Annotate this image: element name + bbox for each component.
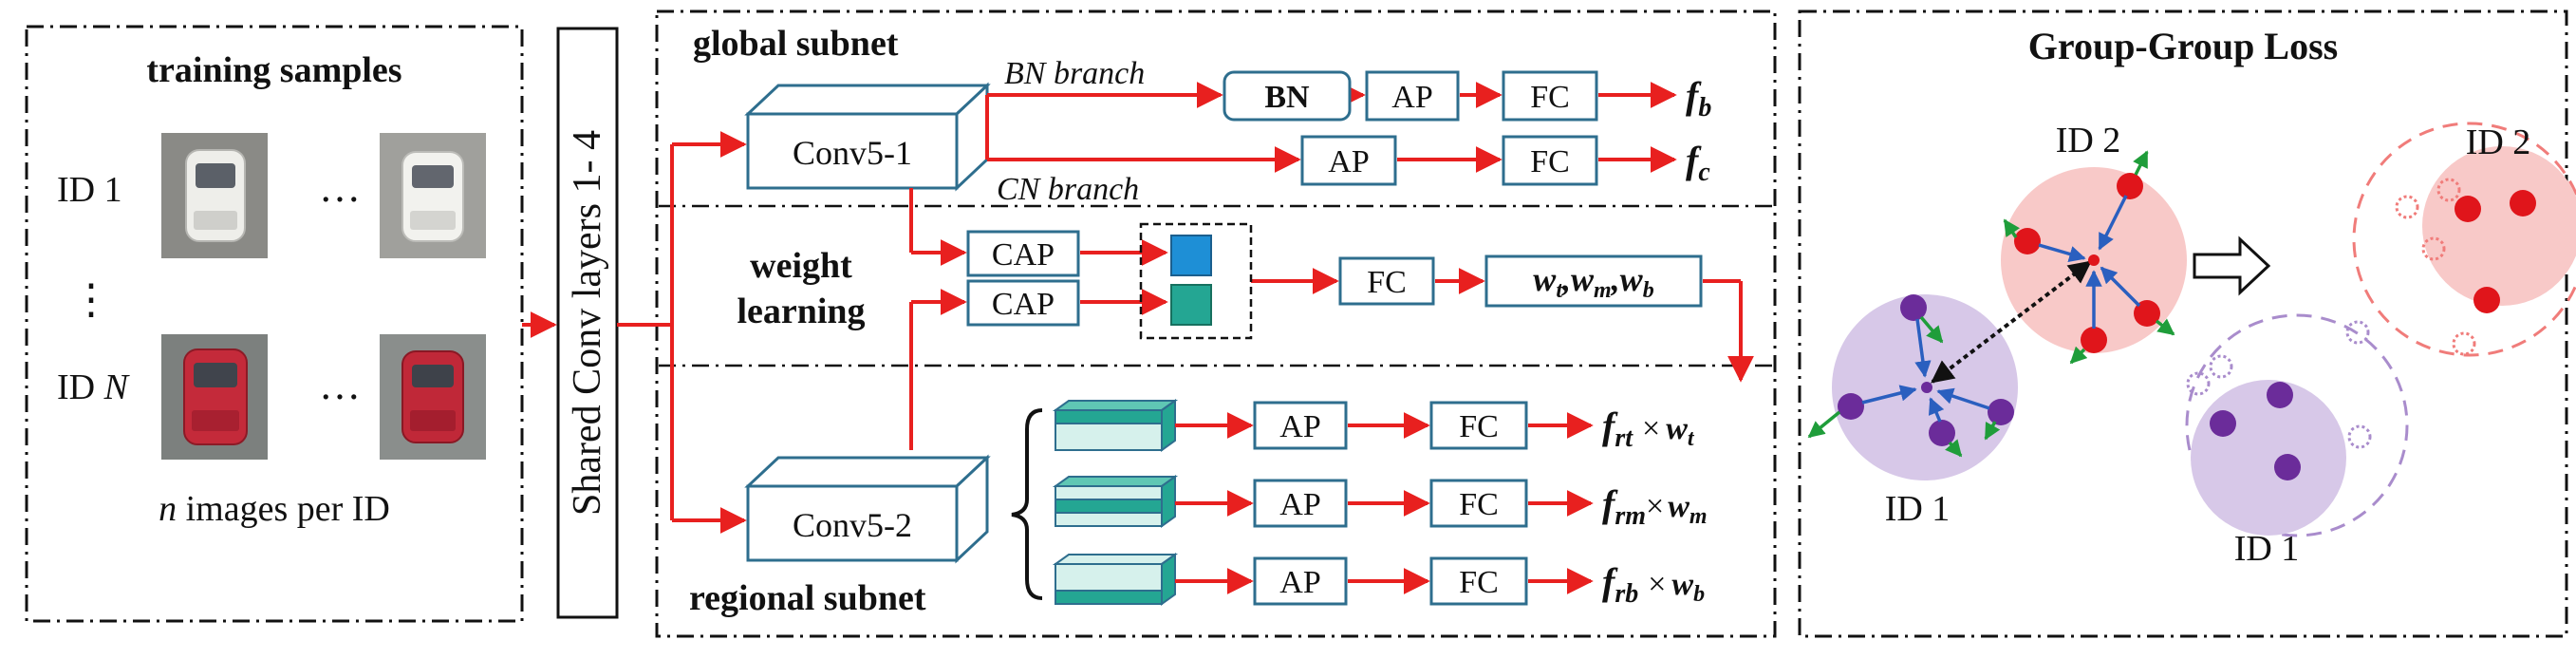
red-connectors	[617, 131, 747, 534]
fc-box-rb: FC	[1429, 556, 1528, 606]
ap-label-cn: AP	[1328, 144, 1369, 179]
ap-label-bn: AP	[1391, 80, 1432, 115]
bn-branch-label: BN branch	[1004, 56, 1145, 91]
cap-label-2: CAP	[992, 287, 1055, 322]
weights-output-label: wt,wm,wb	[1533, 260, 1653, 303]
conv5-2-block: Conv5-2	[744, 454, 991, 564]
cluster-id1-core	[2191, 380, 2346, 536]
transition-arrow-icon	[2193, 235, 2271, 296]
conv5-2-label: Conv5-2	[793, 506, 912, 544]
part-slab-middle	[1052, 475, 1179, 528]
centroid-distance-arrow	[1931, 260, 2092, 384]
fc-label-weight: FC	[1367, 265, 1407, 300]
global-branch-lines	[985, 82, 1677, 173]
shared-conv-box: Shared Conv layers 1- 4	[556, 27, 619, 619]
weight-vector-teal	[1170, 284, 1212, 326]
ap-label-rt: AP	[1279, 409, 1320, 444]
cluster-id2-after	[2352, 122, 2576, 357]
fc-label-rm: FC	[1459, 487, 1499, 522]
fc-box-bn: FC	[1502, 70, 1598, 122]
feature-fb: fb	[1686, 74, 1711, 122]
weight-vector-blue	[1170, 235, 1212, 276]
shared-conv-label: Shared Conv layers 1- 4	[566, 130, 609, 516]
id1-label: ID 1	[57, 170, 122, 210]
feature-frm: frm×wm	[1602, 482, 1708, 531]
vertical-ellipsis: ⋮	[70, 276, 112, 323]
part-slab-bottom	[1052, 553, 1179, 606]
cap-box-2: CAP	[966, 279, 1080, 327]
weight-title-line1: weight	[750, 246, 852, 286]
feature-frb: frb×wb	[1602, 560, 1705, 609]
weight-lines	[909, 188, 1754, 450]
conv5-1-block: Conv5-1	[744, 82, 991, 192]
id2-points-after	[2395, 178, 2536, 356]
cluster-id1-after	[2185, 313, 2409, 537]
fc-label-rt: FC	[1459, 409, 1499, 444]
fc-box-weight: FC	[1338, 256, 1435, 306]
fc-label-cn: FC	[1530, 144, 1570, 179]
car-image-white-1	[161, 133, 268, 258]
regional-subnet-title: regional subnet	[689, 578, 926, 618]
id1-points-after	[2186, 320, 2372, 480]
ap-label-rb: AP	[1279, 565, 1320, 600]
cluster-id2-core	[2422, 146, 2576, 306]
id2-label-right: ID 2	[2466, 122, 2531, 162]
split-brace	[1011, 408, 1043, 600]
car-image-white-2	[380, 133, 486, 258]
weight-title-line2: learning	[737, 292, 865, 331]
fc-box-cn: FC	[1502, 135, 1598, 186]
ellipsis-rowN: …	[319, 362, 361, 408]
global-subnet-title: global subnet	[693, 24, 899, 64]
group-loss-title: Group-Group Loss	[2028, 25, 2338, 67]
fc-box-rt: FC	[1429, 401, 1528, 450]
training-samples-title: training samples	[146, 50, 401, 90]
bn-box: BN	[1223, 70, 1352, 122]
cap-label-1: CAP	[992, 237, 1055, 273]
weights-output-box: wt,wm,wb	[1484, 254, 1703, 308]
fc-box-rm: FC	[1429, 479, 1528, 528]
ap-box-rb: AP	[1253, 556, 1348, 606]
regional-lines	[1175, 412, 1594, 594]
ap-box-rt: AP	[1253, 401, 1348, 450]
ap-label-rm: AP	[1279, 487, 1320, 522]
cn-branch-label: CN branch	[997, 172, 1139, 207]
feature-frt: frt×wt	[1602, 405, 1695, 453]
idn-label: ID N	[57, 367, 131, 407]
conv5-1-label: Conv5-1	[793, 134, 912, 172]
fc-label-rb: FC	[1459, 565, 1499, 600]
fc-label-bn: FC	[1530, 80, 1570, 115]
training-samples-panel: training samples ID 1 … ⋮ ID N …	[25, 25, 524, 623]
ap-box-cn: AP	[1300, 135, 1397, 186]
feature-fc: fc	[1686, 139, 1710, 187]
cap-box-1: CAP	[966, 230, 1080, 277]
weight-vectors-group	[1139, 222, 1253, 340]
car-image-red-2	[380, 334, 486, 460]
id2-points	[2003, 150, 2175, 365]
id2-label-left: ID 2	[2056, 121, 2121, 160]
ap-box-rm: AP	[1253, 479, 1348, 528]
car-image-red-1	[161, 334, 268, 460]
id1-points	[1807, 294, 2014, 458]
id1-label-left: ID 1	[1885, 489, 1951, 529]
part-slab-top	[1052, 399, 1179, 452]
group-loss-panel: Group-Group Loss ID 2 ID 1	[1798, 9, 2576, 638]
images-per-id-caption: n images per ID	[159, 489, 390, 529]
ellipsis-row1: …	[319, 164, 361, 211]
bn-label: BN	[1264, 80, 1310, 115]
ap-box-bn: AP	[1365, 70, 1460, 122]
id1-label-right: ID 1	[2234, 529, 2300, 569]
